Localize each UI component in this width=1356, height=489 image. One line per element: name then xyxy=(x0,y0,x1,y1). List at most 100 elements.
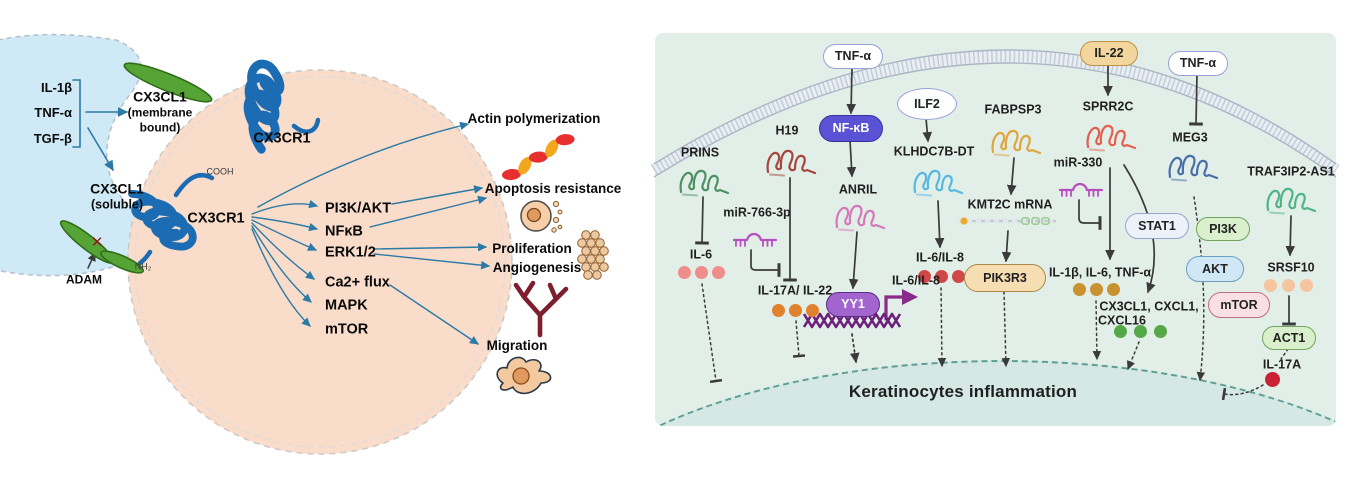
cx3cl1-sol-1: CX3CL1 xyxy=(90,180,144,197)
traf3ip2-hairpin-icon xyxy=(1265,183,1317,215)
keratinocytes-inflammation-title: Keratinocytes inflammation xyxy=(848,382,1078,401)
il1b-il6-tnfa-dots xyxy=(1072,282,1120,296)
apoptosis-cell-icon xyxy=(516,196,564,236)
kmt2c-mrna-icon xyxy=(956,214,1060,228)
il68-dots-dot xyxy=(951,269,965,283)
fabpsp3-hairpin-icon xyxy=(990,125,1042,157)
pi3k-akt: PI3K/AKT xyxy=(325,200,392,217)
fan-pi3k xyxy=(251,199,319,215)
nfkb: NFκB xyxy=(325,223,363,240)
il6-dots xyxy=(677,265,725,279)
angiogenesis: Angiogenesis xyxy=(492,259,582,275)
il6-dots-dot xyxy=(677,265,691,279)
adam: ADAM xyxy=(66,272,102,287)
il17a-il22-dots-dot xyxy=(805,303,819,317)
prins-hairpin-icon xyxy=(678,165,730,197)
fan-erk xyxy=(251,219,318,251)
cooh: COOH xyxy=(206,166,234,177)
srsf10-dots xyxy=(1263,278,1313,292)
nfkb-pill: NF-κB xyxy=(819,114,883,142)
mapk: MAPK xyxy=(325,297,368,314)
mir766-label: miR-766-3p xyxy=(723,205,791,220)
il68-dots-dot xyxy=(934,269,948,283)
cx3cr1-mid: CX3CR1 xyxy=(187,210,245,227)
receptor-coil-top-icon xyxy=(235,59,289,154)
tgfb: TGF-β xyxy=(33,131,72,147)
tnfa1-pill: TNF-α xyxy=(823,43,883,69)
cx3cl1-mb-3: bound) xyxy=(139,120,181,135)
mir766-icon xyxy=(732,229,778,249)
act1-pill: ACT1 xyxy=(1262,326,1316,350)
red-x: ✕ xyxy=(90,234,104,252)
il17a-dot-dot xyxy=(1264,371,1280,387)
nh2: NH₂ xyxy=(134,261,152,272)
cx3cl1-mb-1: CX3CL1 xyxy=(133,88,187,105)
pi3k-pill: PI3K xyxy=(1196,217,1250,241)
ilf2-oval: ILF2 xyxy=(897,88,957,120)
srsf10-dots-dot xyxy=(1263,278,1277,292)
mtor: mTOR xyxy=(325,321,369,338)
traf3ip2-label: TRAF3IP2-AS1 xyxy=(1247,164,1335,179)
klhdc7b-hairpin-icon xyxy=(912,165,964,197)
cx3cr1-top: CX3CR1 xyxy=(253,130,311,147)
pi3k-to-apoptosis-arrow xyxy=(391,185,484,205)
il6-dots-dot xyxy=(711,265,725,279)
cx3cl1-mb-2: (membrane xyxy=(127,105,193,120)
ligand-cleaved-icon xyxy=(95,250,149,274)
srsf10-dots-dot xyxy=(1281,278,1295,292)
target-cell-peach xyxy=(127,69,513,455)
vessel-icon xyxy=(510,277,570,338)
il17a-il22-dots-dot xyxy=(771,303,785,317)
proliferation: Proliferation xyxy=(492,240,572,256)
cxcl-dots-dot xyxy=(1133,324,1147,338)
actin-chain-icon xyxy=(498,127,582,185)
fan-mtor xyxy=(251,228,311,327)
h19-label: H19 xyxy=(775,123,799,138)
cxcl-label-2: CXCL16 xyxy=(1098,313,1146,328)
anril-hairpin-icon xyxy=(834,200,886,232)
klhdc7b-label: KLHDC7B-DT xyxy=(893,144,975,159)
il17a-il22-label: IL-17A/ IL-22 xyxy=(757,283,833,298)
migrating-cell-icon xyxy=(491,351,563,405)
il68-dots xyxy=(917,269,965,283)
fabpsp3-label: FABPSP3 xyxy=(984,102,1042,117)
akt-pill: AKT xyxy=(1186,256,1244,282)
mir330-icon xyxy=(1058,179,1104,199)
il1b-il6-tnfa-dots-dot xyxy=(1089,282,1103,296)
il68-label: IL-6/IL-8 xyxy=(916,250,964,265)
sprr2c-hairpin-icon xyxy=(1085,120,1137,152)
cxcl-dots-dot xyxy=(1113,324,1127,338)
meg3-label: MEG3 xyxy=(1172,130,1208,145)
meg3-hairpin-icon xyxy=(1167,150,1219,182)
il22-pill: IL-22 xyxy=(1080,40,1138,66)
apoptosis-resistance: Apoptosis resistance xyxy=(484,180,622,196)
il17a-dot xyxy=(1264,371,1280,387)
srsf10-dots-dot xyxy=(1299,278,1313,292)
cx3cl1-sol-2: (soluble) xyxy=(90,197,144,212)
il17a-label: IL-17A xyxy=(1262,357,1302,372)
erk-to-proliferation-arrow xyxy=(373,242,488,252)
h19-hairpin-icon xyxy=(765,145,817,177)
il1b-il6-tnfa-dots-dot xyxy=(1072,282,1086,296)
il17a-il22-dots-dot xyxy=(788,303,802,317)
anril-label: ANRIL xyxy=(838,182,878,197)
yy1-pill: YY1 xyxy=(826,291,880,317)
sprr2c-label: SPRR2C xyxy=(1082,99,1134,114)
ligand-membrane-icon xyxy=(117,61,219,103)
receptor-coil-mid-icon xyxy=(128,182,197,262)
yy1-il68-label: IL-6/IL-8 xyxy=(892,273,940,288)
erk12: ERK1/2 xyxy=(325,244,376,261)
migration: Migration xyxy=(486,337,548,353)
il6-label: IL-6 xyxy=(689,247,713,262)
ca2-flux: Ca2+ flux xyxy=(325,274,390,291)
ca2-to-migration-arrow xyxy=(389,284,480,345)
kmt2c-label: KMT2C mRNA xyxy=(967,197,1053,212)
il17a-il22-dots xyxy=(771,303,819,317)
il1b-il6-tnfa-label: IL-1β, IL-6, TNF-α xyxy=(1048,265,1152,280)
il1b-il6-tnfa-dots-dot xyxy=(1106,282,1120,296)
bracket-to-soluble-arrow xyxy=(87,127,114,172)
mir330-label: miR-330 xyxy=(1053,155,1103,170)
fan-ca2 xyxy=(251,222,315,280)
fan-mapk xyxy=(251,225,312,303)
target-cell-inner-ring xyxy=(134,76,506,448)
